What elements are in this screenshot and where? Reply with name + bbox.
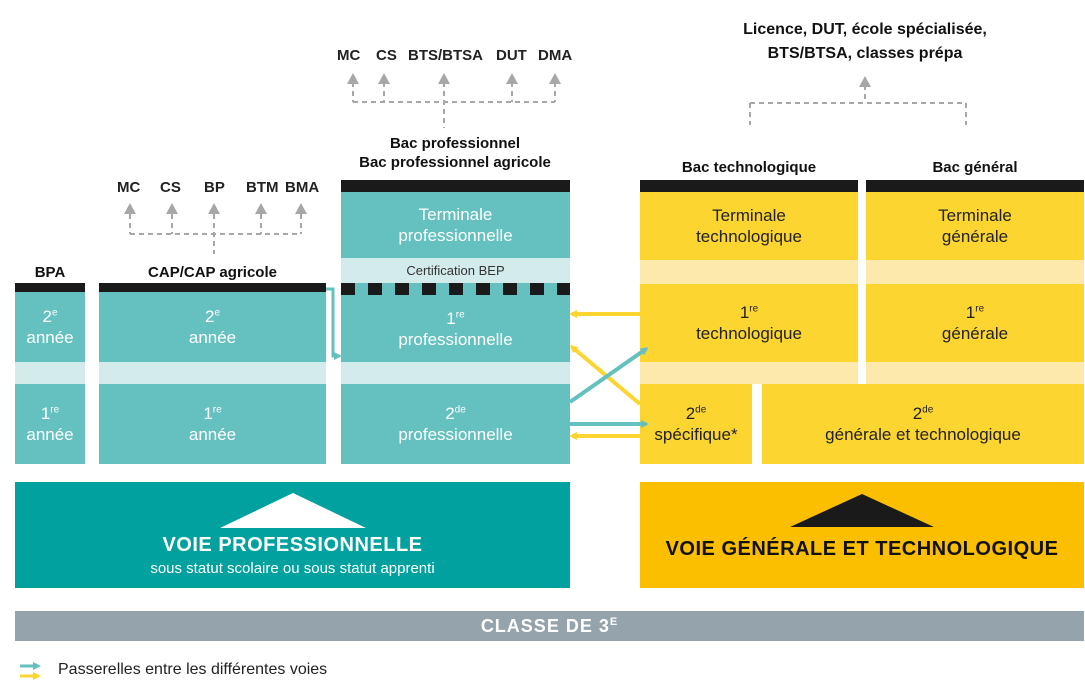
- voie-pro-title: VOIE PROFESSIONNELLE: [162, 534, 423, 556]
- pro-top-bar: [341, 180, 570, 192]
- voie-gt-triangle: [790, 494, 934, 527]
- classe-3e-label: CLASSE DE 3: [480, 615, 610, 636]
- legend-text: Passerelles entre les différentes voies: [58, 661, 328, 678]
- cap-outcome-cs: CS: [160, 179, 181, 196]
- general-spacer-top: [866, 260, 1084, 284]
- cap-outcomes-connector: [129, 214, 302, 254]
- cap-to-pro-arrow: [326, 287, 342, 360]
- certification-bep: Certification BEP: [341, 258, 570, 283]
- pro-outcomes-arrowheads: [347, 73, 561, 84]
- pro-outcome-dma: DMA: [538, 47, 573, 64]
- techno-top-bar: [640, 180, 858, 192]
- general-top-bar: [866, 180, 1084, 192]
- general-title: Bac général: [932, 159, 1018, 176]
- techno-spacer-top: [640, 260, 858, 284]
- cap-outcomes-arrowheads: [124, 203, 307, 214]
- cap-outcome-bma: BMA: [285, 179, 320, 196]
- pro-outcome-cs: CS: [376, 47, 397, 64]
- pro-dashed-bar: [341, 283, 570, 295]
- pro-outcome-mc: MC: [337, 47, 361, 64]
- techno-title: Bac technologique: [681, 159, 817, 176]
- voie-gt-title: VOIE GÉNÉRALE ET TECHNOLOGIQUE: [665, 538, 1059, 560]
- cap-top-bar: [99, 283, 326, 292]
- pro-outcome-bts: BTS/BTSA: [408, 47, 483, 64]
- cap-title: CAP/CAP agricole: [148, 264, 277, 281]
- bpa-title: BPA: [34, 264, 66, 281]
- cap-outcome-mc: MC: [117, 179, 141, 196]
- voie-pro-subtitle: sous statut scolaire ou sous statut appr…: [150, 560, 435, 577]
- gt-outcomes-connector: [749, 85, 967, 125]
- bac-pro-title: Bac professionnel Bac professionnel agri…: [359, 135, 551, 171]
- bpa-top-bar: [15, 283, 85, 292]
- techno-spacer-bottom: [640, 362, 858, 384]
- bpa-spacer: [15, 362, 85, 384]
- voie-pro-triangle: [220, 493, 366, 528]
- gt-outcomes-arrowhead: [859, 76, 871, 87]
- legend-arrows-icon: [20, 662, 41, 680]
- pro-outcomes-connector: [352, 82, 556, 128]
- pro-outcome-dut: DUT: [496, 47, 527, 64]
- pro-spacer: [341, 362, 570, 384]
- gt-outcomes: Licence, DUT, école spécialisée, BTS/BTS…: [743, 21, 987, 62]
- cap-outcome-bp: BP: [204, 179, 225, 196]
- general-spacer-bottom: [866, 362, 1084, 384]
- seconde-pro-to-premiere-techno-arrow: [568, 347, 649, 404]
- cap-spacer: [99, 362, 326, 384]
- cap-outcome-btm: BTM: [246, 179, 279, 196]
